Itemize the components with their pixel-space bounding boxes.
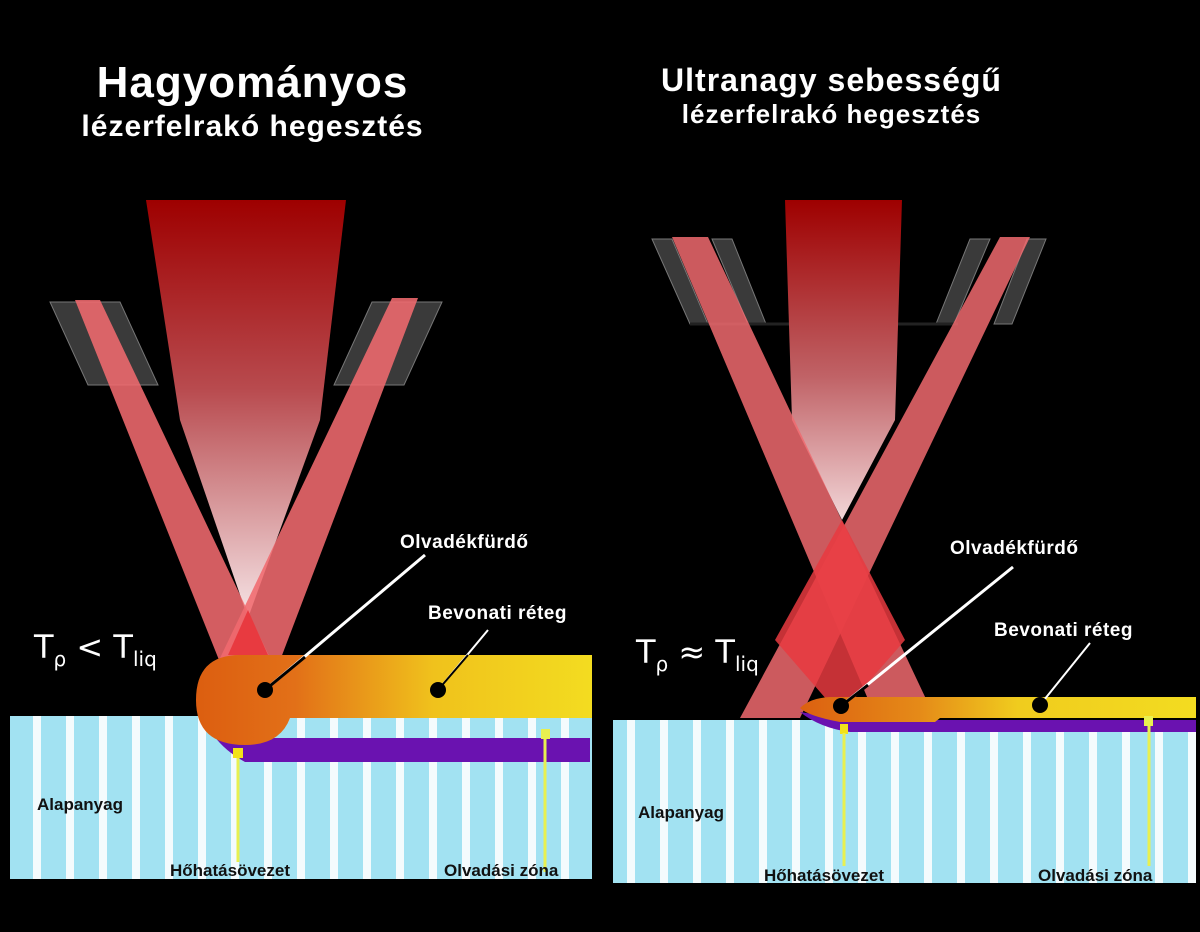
left-fz-marker <box>541 729 550 739</box>
right-haz-marker <box>840 724 848 734</box>
right-label-melt-pool: Olvadékfürdő <box>950 538 1078 559</box>
left-cladding-layer <box>196 655 592 745</box>
left-melt-pool-dot <box>257 682 273 698</box>
right-title-line2: lézerfelrakó hegesztés <box>681 99 982 129</box>
right-laser-beam <box>785 200 902 520</box>
left-formula-operator: < <box>76 628 104 666</box>
left-laser-beam <box>146 200 346 618</box>
right-fusion-zone <box>800 712 1196 732</box>
right-melt-pool-leader <box>840 565 1014 708</box>
left-formula-rho: ρ <box>53 647 67 671</box>
left-label-cladding-layer: Bevonati réteg <box>428 603 567 624</box>
right-label-fusion-zone: Olvadási zóna <box>1038 866 1153 885</box>
right-formula-rho: ρ <box>655 652 669 676</box>
left-haz-marker <box>233 748 243 758</box>
right-nozzle-right-outer <box>993 238 1047 325</box>
left-title-line2: lézerfelrakó hegesztés <box>81 110 424 143</box>
right-melt-pool-dot <box>833 698 849 714</box>
right-label-heat-affected-zone: Hőhatásövezet <box>764 866 884 885</box>
right-label-base-material: Alapanyag <box>638 803 724 822</box>
right-substrate <box>613 720 1196 883</box>
left-formula-t2: T <box>113 628 133 666</box>
left-formula-t: T <box>34 628 54 666</box>
left-formula-liq: liq <box>132 647 157 671</box>
left-formula: Tρ < Tliq <box>34 628 157 671</box>
right-diagram: Olvadékfürdő Bevonati réteg Alapanyag Hő… <box>613 200 1196 885</box>
right-formula-operator: ≈ <box>678 633 706 671</box>
right-cladding-dot <box>1032 697 1048 713</box>
right-cladding-leader <box>1039 642 1091 706</box>
right-formula-liq: liq <box>734 652 759 676</box>
right-formula-t: T <box>636 633 656 671</box>
left-cladding-dot <box>430 682 446 698</box>
left-melt-pool-leader-dark <box>264 655 306 692</box>
right-title-line1: Ultranagy sebességű <box>661 62 1002 98</box>
right-laser-focus <box>775 520 905 715</box>
left-laser-focus <box>228 610 268 655</box>
left-label-melt-pool: Olvadékfürdő <box>400 532 528 553</box>
left-label-heat-affected-zone: Hőhatásövezet <box>170 861 290 880</box>
right-formula: Tρ ≈ Tliq <box>636 633 759 676</box>
left-label-base-material: Alapanyag <box>37 795 123 814</box>
left-powder-stream-left <box>75 300 290 700</box>
right-cladding-layer <box>800 697 1196 722</box>
right-formula-t2: T <box>715 633 735 671</box>
right-label-cladding-layer: Bevonati réteg <box>994 620 1133 641</box>
right-fz-marker <box>1144 716 1153 726</box>
left-powder-stream-right <box>200 298 418 700</box>
left-title-line1: Hagyományos <box>96 58 409 107</box>
left-diagram: Olvadékfürdő Bevonati réteg Alapanyag Hő… <box>10 200 592 880</box>
left-fusion-zone <box>200 700 590 762</box>
left-label-fusion-zone: Olvadási zóna <box>444 861 559 880</box>
